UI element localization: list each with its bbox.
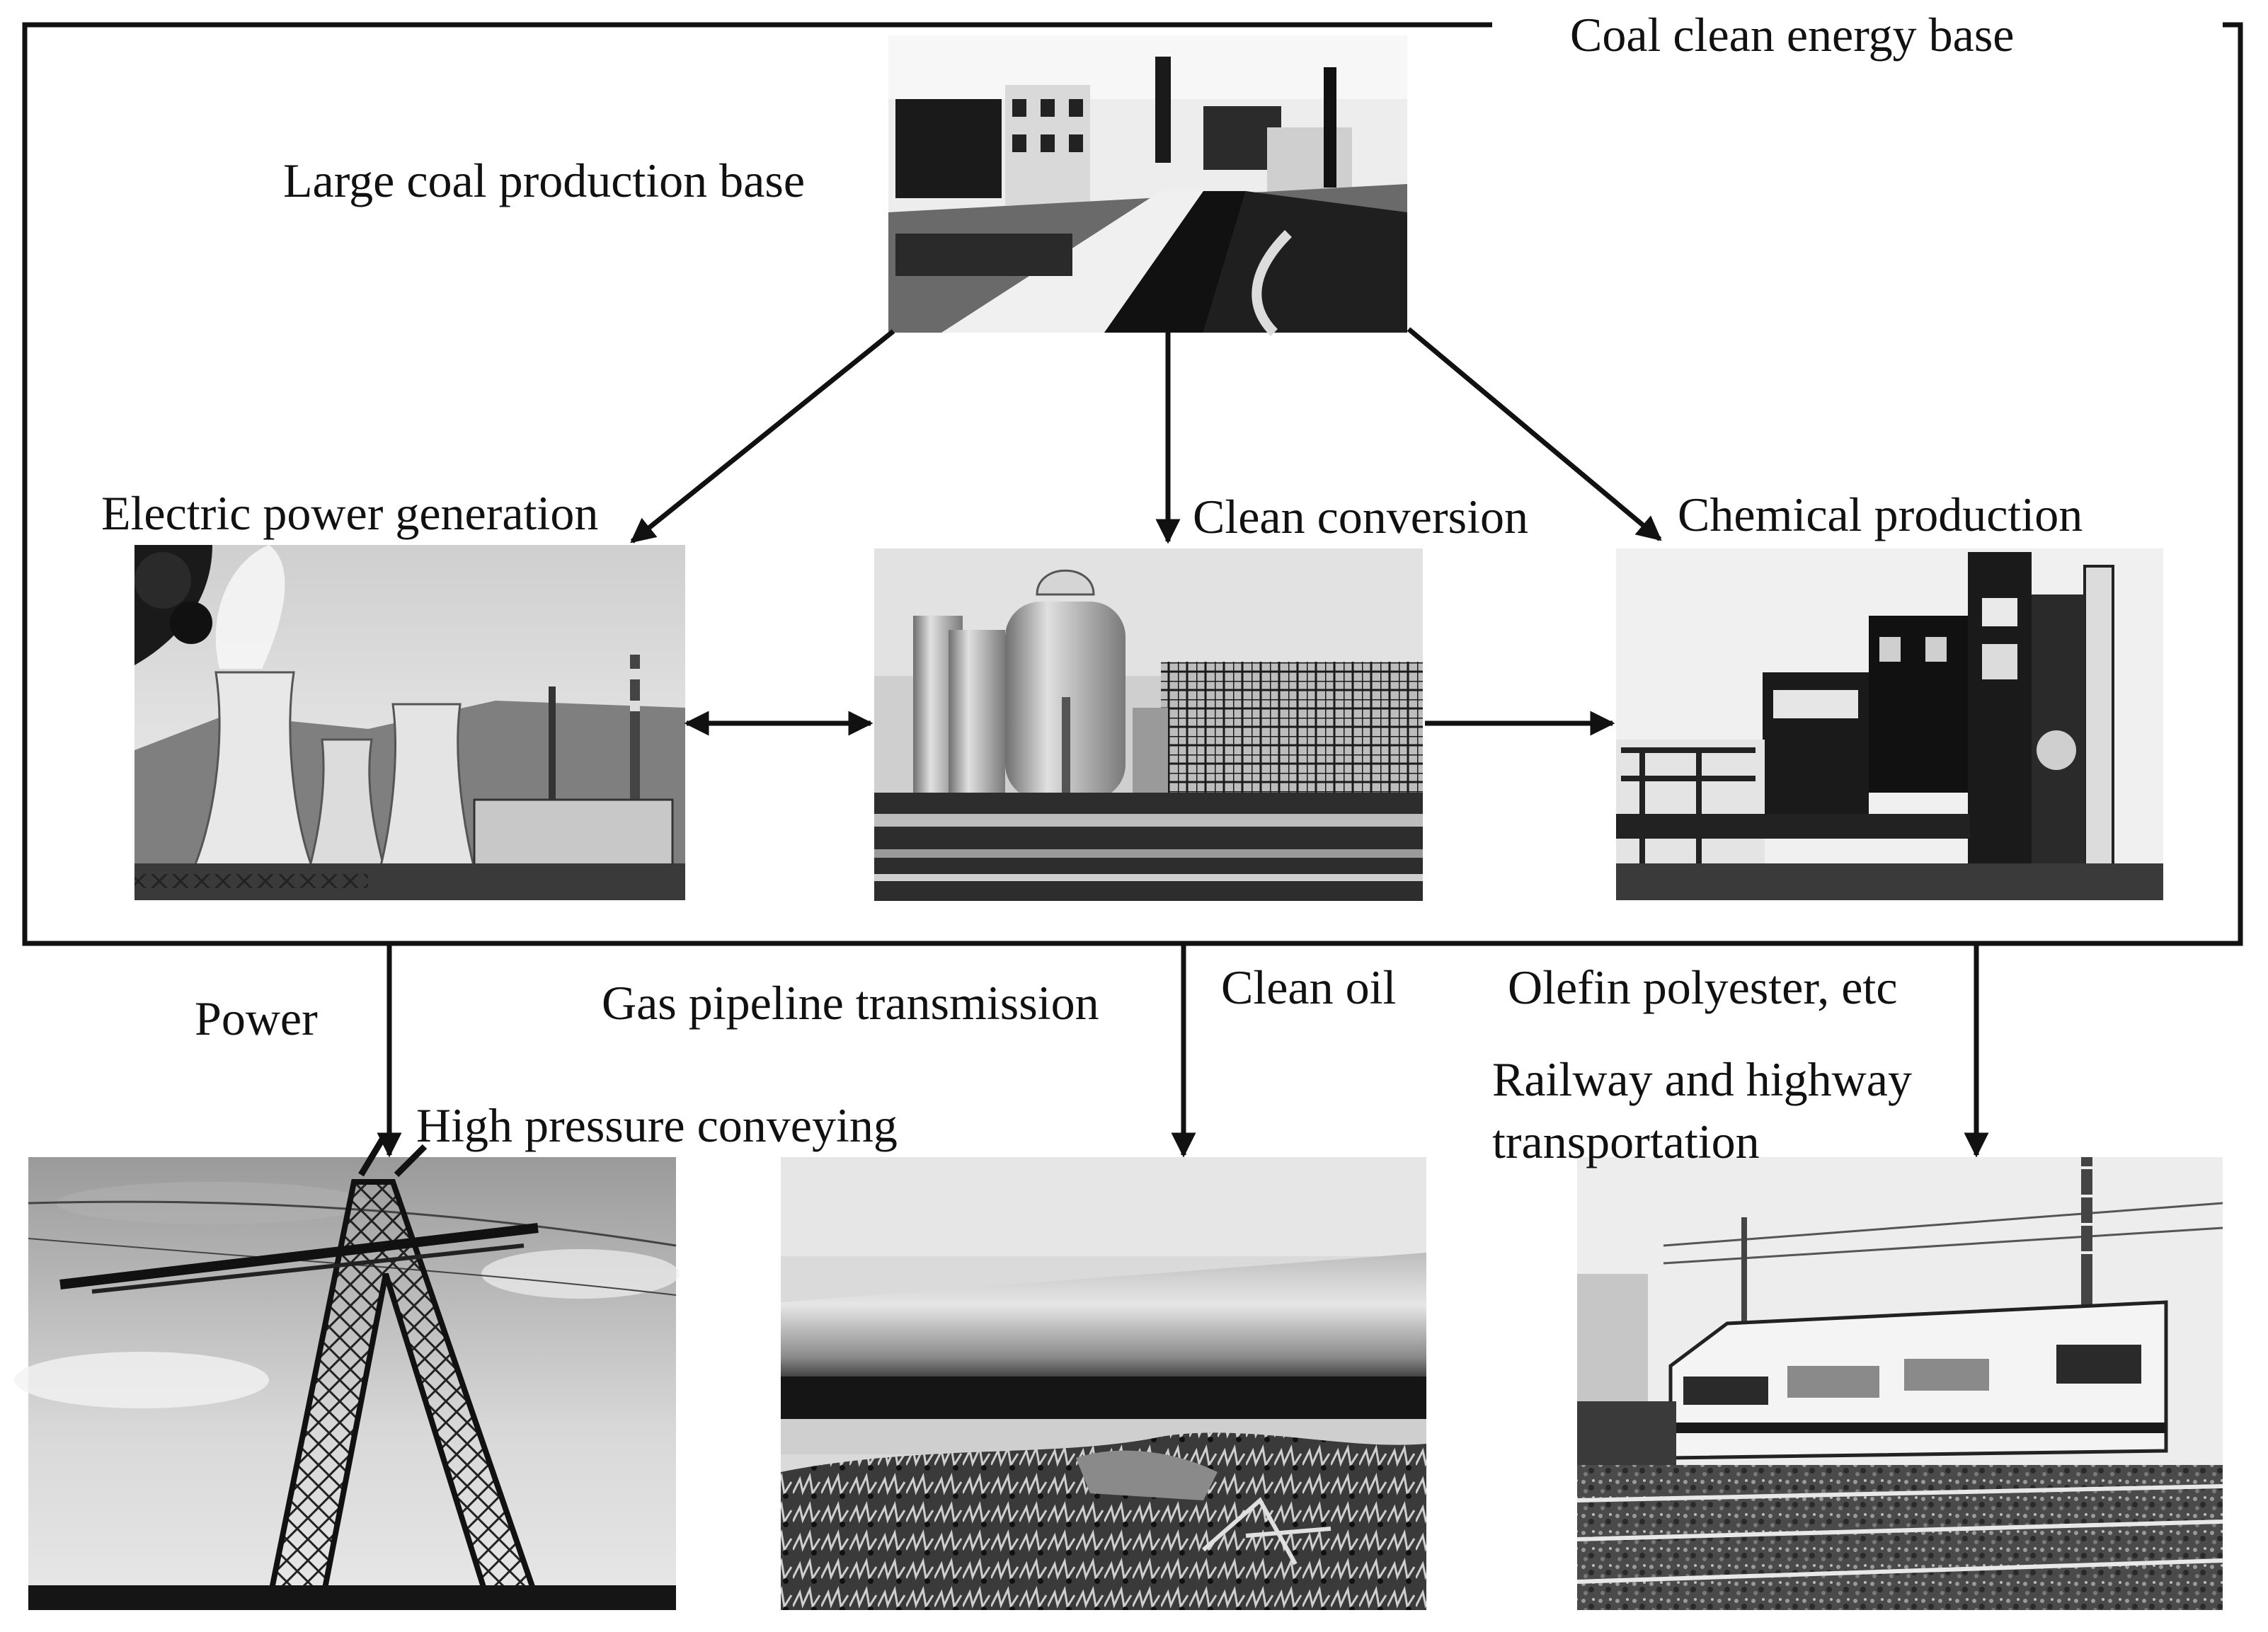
coal-mine-photo — [888, 35, 1407, 333]
coal-base-label: Large coal production base — [283, 154, 805, 207]
output-label-power: Power — [195, 992, 318, 1045]
gas-pipeline-photo — [781, 1157, 1426, 1610]
chemical-production-label: Chemical production — [1678, 488, 2083, 541]
transmission-tower-photo — [14, 1139, 680, 1610]
power-generation-label: Electric power generation — [101, 486, 598, 540]
electric-train-photo — [1577, 1157, 2223, 1610]
conversion-plant-photo — [874, 548, 1423, 901]
output-label-olefin: Olefin polyester, etc — [1508, 960, 1898, 1014]
clean-conversion-label: Clean conversion — [1193, 490, 1528, 544]
frame-title: Coal clean energy base — [1570, 8, 2014, 62]
rail-label-line2: transportation — [1492, 1115, 1760, 1168]
high-pressure-label: High pressure conveying — [416, 1098, 898, 1152]
chemical-plant-photo — [1616, 548, 2163, 900]
arrow-coal-to-power — [632, 331, 893, 541]
output-label-gas: Gas pipeline transmission — [602, 976, 1099, 1030]
output-label-oil: Clean oil — [1221, 960, 1396, 1014]
rail-label-line1: Railway and highway — [1492, 1052, 1912, 1106]
cooling-towers-photo — [134, 545, 685, 900]
